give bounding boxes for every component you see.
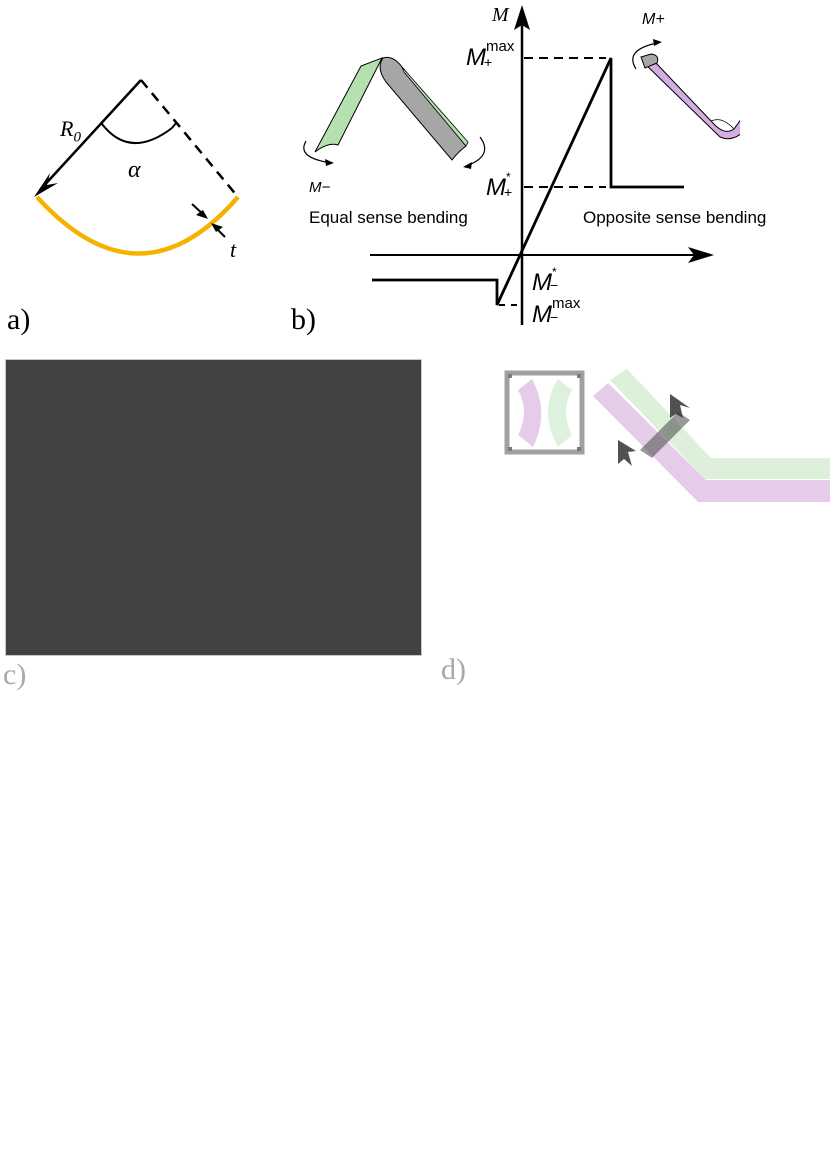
opposite-sense-label: Opposite sense bending xyxy=(583,208,767,227)
angle-label: α xyxy=(128,157,141,183)
axis-y-label: M xyxy=(492,4,509,26)
panel-a-diagram xyxy=(34,79,240,256)
moment-curve xyxy=(372,57,684,306)
cross-section-frame xyxy=(504,370,585,455)
equal-sense-label: Equal sense bending xyxy=(309,208,468,227)
x-axis-arrowhead xyxy=(688,247,714,263)
radius-label: R0 xyxy=(60,116,81,146)
panel-d-diagram xyxy=(504,369,830,502)
thickness-label: t xyxy=(230,237,237,262)
moment-m-plus: M+ xyxy=(642,11,665,28)
panel-b-diagram xyxy=(303,5,740,325)
panel-c-placeholder xyxy=(5,359,422,656)
green-strip xyxy=(314,57,384,153)
moment-m-minus: M− xyxy=(309,179,331,196)
purple-strip xyxy=(641,61,740,140)
shell-arc xyxy=(35,195,240,256)
tick-m-minus-star: M*− xyxy=(532,265,559,296)
gray-strip xyxy=(379,56,467,161)
panel-a-label: a) xyxy=(7,303,31,336)
tick-m-plus-star: M*+ xyxy=(486,170,513,201)
dashed-edge xyxy=(140,79,239,198)
purple-shell xyxy=(518,379,542,447)
arrow-glyph-lower xyxy=(618,440,636,466)
y-axis-arrowhead xyxy=(514,5,530,30)
arrow-glyph-upper xyxy=(670,394,690,418)
panel-d-label: d) xyxy=(441,653,466,686)
radius-arrow xyxy=(39,79,142,191)
green-band xyxy=(610,369,830,479)
panel-c-label: c) xyxy=(3,658,27,691)
panel-b-label: b) xyxy=(291,303,316,336)
green-shell xyxy=(548,379,572,447)
angle-arc xyxy=(101,123,173,144)
purple-band xyxy=(593,383,830,502)
